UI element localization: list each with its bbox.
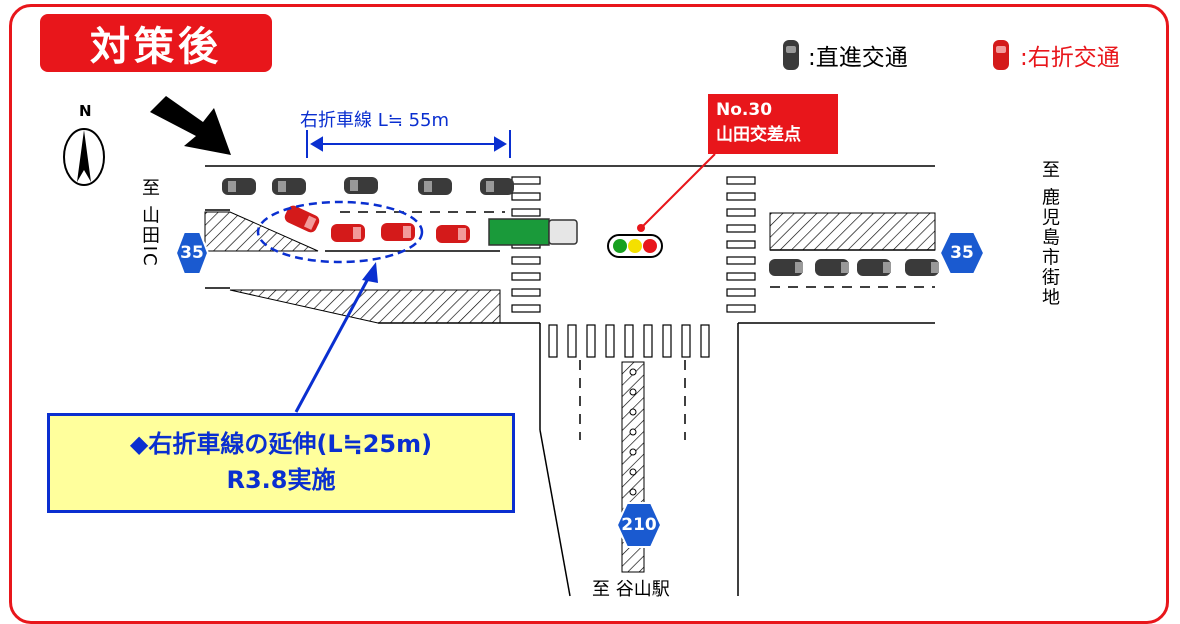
- car-icon: [857, 259, 891, 276]
- straight-traffic-cars: [222, 177, 939, 276]
- hatched-zone-west-south: [229, 289, 501, 324]
- car-icon: [769, 259, 803, 276]
- median-posts: [629, 368, 637, 496]
- route-shield-east-icon: [938, 231, 986, 275]
- compass-north-label: N: [79, 102, 92, 120]
- car-icon: [381, 223, 415, 241]
- car-icon: [344, 177, 378, 194]
- car-icon: [480, 178, 514, 195]
- car-icon: [815, 259, 849, 276]
- after-measures-badge: 対策後: [40, 14, 272, 72]
- traffic-signal-icon: [607, 234, 663, 258]
- legend-straight-car-icon: [783, 40, 799, 70]
- destination-east: 至 鹿児島市街地: [1039, 160, 1060, 308]
- destination-south: 至 谷山駅: [592, 579, 670, 600]
- intersection-label: No.30 山田交差点: [708, 94, 838, 154]
- intersection-name: 山田交差点: [716, 125, 801, 145]
- measure-callout: ◆右折車線の延伸(L≒25m) R3.8実施: [47, 413, 515, 513]
- callout-line-1: ◆右折車線の延伸(L≒25m): [129, 430, 433, 458]
- callout-line-2: R3.8実施: [226, 466, 336, 494]
- legend-straight-label: :直進交通: [808, 45, 908, 71]
- hatched-zone-east: [769, 212, 936, 251]
- route-number-south: 210: [621, 515, 657, 535]
- callout-arrow-icon: [294, 262, 378, 413]
- lane-length-dimension: [306, 130, 511, 158]
- car-icon: [436, 225, 470, 243]
- car-icon: [272, 178, 306, 195]
- legend-right-turn-car-icon: [993, 40, 1009, 70]
- compass-icon: [63, 128, 105, 186]
- destination-west: 至 山田IC: [139, 178, 160, 268]
- signal-pointer: [637, 153, 716, 232]
- intersection-number: No.30: [716, 100, 773, 120]
- legend-right-turn-label: :右折交通: [1020, 45, 1120, 71]
- route-shield-west-icon: [174, 231, 210, 275]
- truck-icon: [488, 218, 578, 246]
- car-icon: [418, 178, 452, 195]
- car-icon: [284, 205, 320, 233]
- route-number-west: 35: [180, 243, 204, 263]
- hatched-zone-west-median: [204, 211, 319, 252]
- route-shield-south-icon: [615, 502, 663, 548]
- extended-lane-highlight: [256, 200, 424, 264]
- right-turn-cars: [284, 205, 470, 243]
- car-icon: [222, 178, 256, 195]
- photo-direction-arrow-icon: [150, 96, 231, 155]
- intersection-diagram: [63, 40, 1009, 597]
- car-icon: [905, 259, 939, 276]
- route-number-east: 35: [950, 243, 974, 263]
- car-icon: [331, 224, 365, 242]
- crosswalk-east: [726, 176, 756, 313]
- lane-length-label: 右折車線 L≒ 55m: [300, 110, 450, 131]
- crosswalk-south: [548, 324, 710, 358]
